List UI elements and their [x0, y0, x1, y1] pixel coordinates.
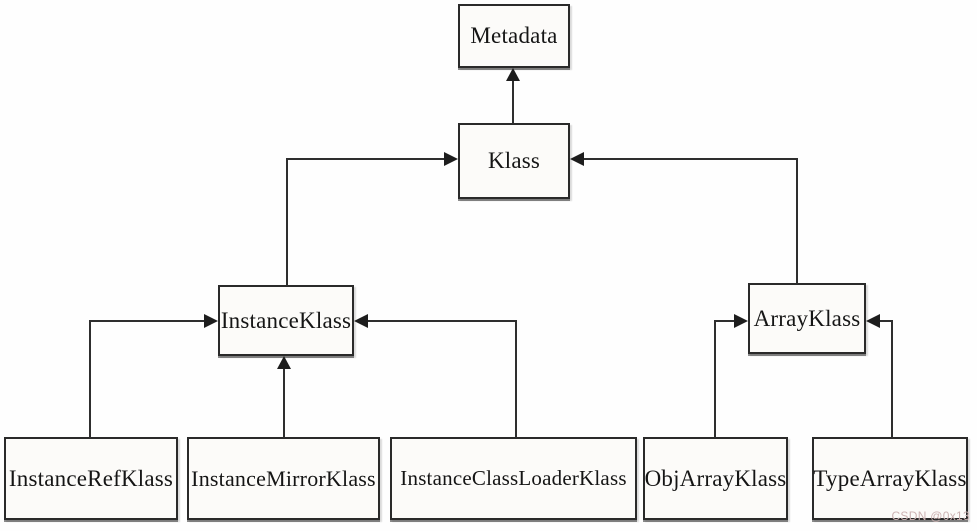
node-array-klass-label: ArrayKlass: [753, 305, 861, 331]
edge-arrayklass-klass-vline: [796, 158, 798, 284]
edge-classloaderklass-instanceklass-arrowhead-icon: [354, 314, 368, 328]
edge-klass-metadata-line: [512, 78, 514, 124]
node-instance-klass-label: InstanceKlass: [220, 307, 352, 333]
node-type-array-klass-label: TypeArrayKlass: [813, 465, 967, 491]
node-instance-class-loader-klass-label: InstanceClassLoaderKlass: [400, 466, 627, 490]
edge-objarrayklass-arrayklass-arrowhead-icon: [734, 314, 748, 328]
node-instance-klass: InstanceKlass: [218, 285, 354, 356]
node-instance-mirror-klass-label: InstanceMirrorKlass: [191, 465, 376, 491]
node-instance-mirror-klass: InstanceMirrorKlass: [187, 437, 380, 520]
csdn-watermark: CSDN @0x13: [891, 509, 970, 523]
edge-classloaderklass-instanceklass-vline: [515, 320, 517, 438]
edge-typearrayklass-arrayklass-arrowhead-icon: [866, 314, 880, 328]
node-instance-ref-klass-label: InstanceRefKlass: [8, 465, 174, 491]
edge-objarrayklass-arrayklass-vline: [714, 320, 716, 438]
node-obj-array-klass: ObjArrayKlass: [643, 437, 788, 520]
edge-instanceklass-klass-vline: [286, 158, 288, 286]
node-klass-label: Klass: [487, 148, 541, 173]
edge-refklass-instanceklass-hline: [89, 320, 206, 322]
edge-arrayklass-klass-arrowhead-icon: [570, 152, 584, 166]
edge-refklass-instanceklass-arrowhead-icon: [204, 314, 218, 328]
node-metadata: Metadata: [458, 4, 570, 68]
node-type-array-klass: TypeArrayKlass: [812, 437, 968, 520]
edge-mirrorklass-instanceklass-vline: [283, 366, 285, 438]
edge-typearrayklass-arrayklass-hline: [880, 320, 893, 322]
edge-instanceklass-klass-hline: [286, 158, 446, 160]
node-metadata-label: Metadata: [470, 23, 558, 48]
edge-instanceklass-klass-arrowhead-icon: [444, 152, 458, 166]
node-instance-ref-klass: InstanceRefKlass: [4, 437, 178, 520]
edge-classloaderklass-instanceklass-hline: [368, 320, 517, 322]
edge-typearrayklass-arrayklass-vline: [891, 320, 893, 438]
node-array-klass: ArrayKlass: [748, 283, 866, 354]
node-klass: Klass: [458, 123, 570, 199]
node-obj-array-klass-label: ObjArrayKlass: [644, 465, 787, 491]
edge-klass-metadata-arrowhead-icon: [506, 68, 520, 81]
edge-objarrayklass-arrayklass-hline: [714, 320, 737, 322]
node-instance-class-loader-klass: InstanceClassLoaderKlass: [390, 437, 637, 520]
edge-mirrorklass-instanceklass-arrowhead-icon: [277, 356, 291, 369]
edge-arrayklass-klass-hline: [584, 158, 798, 160]
edge-refklass-instanceklass-vline: [89, 320, 91, 438]
